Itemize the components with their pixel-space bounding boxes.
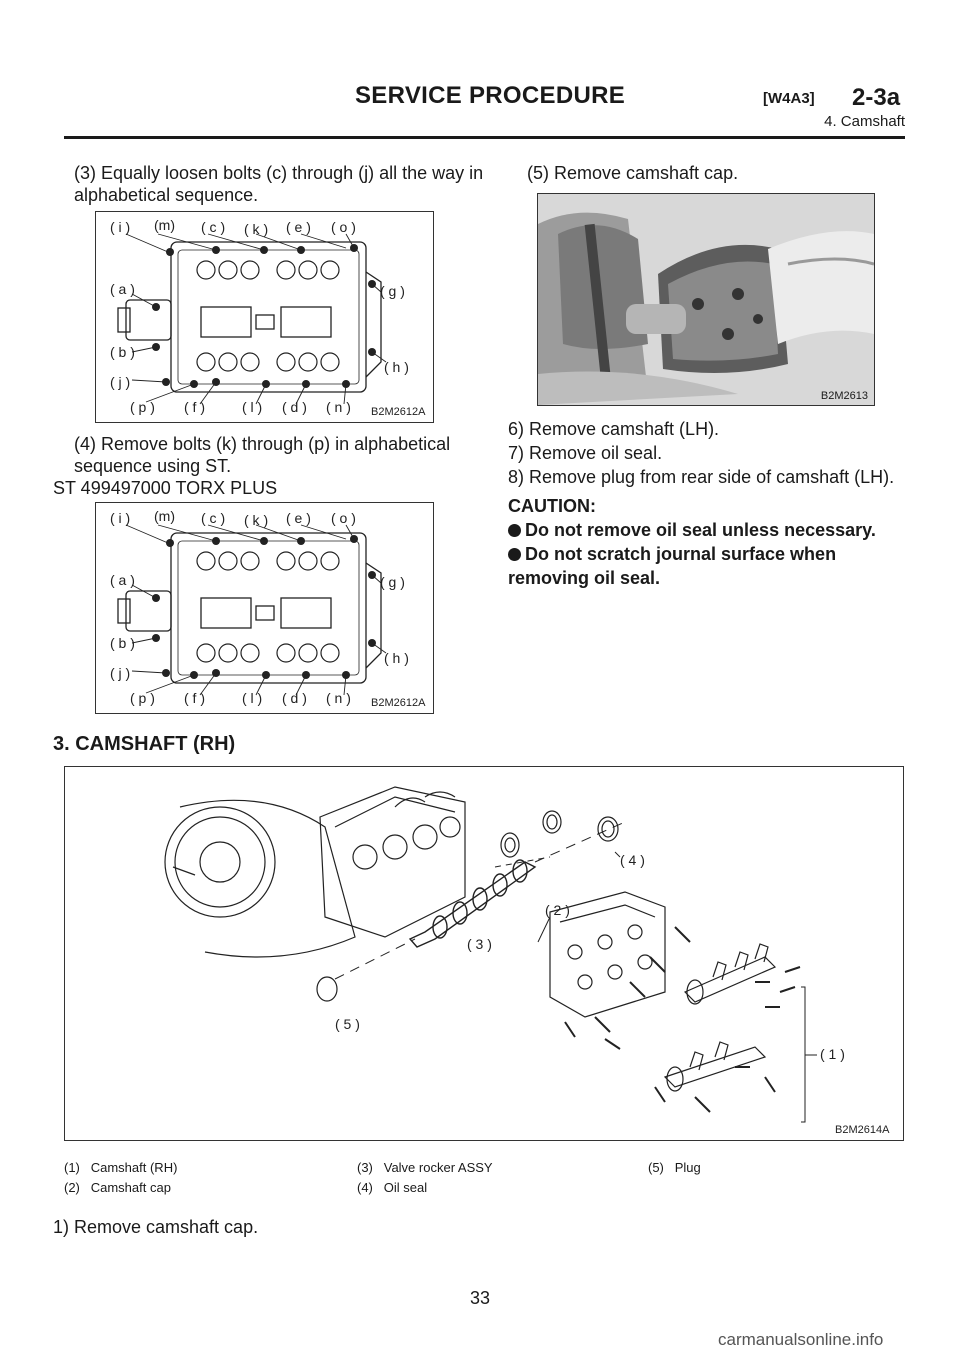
legend-item-5: (5) Plug bbox=[648, 1158, 701, 1178]
step-1-text: 1) Remove camshaft cap. bbox=[53, 1217, 259, 1237]
bolt-label-d: ( d ) bbox=[282, 690, 307, 706]
camshaft-rh-exploded-view: ( 1 ) ( 2 ) ( 3 ) ( 4 ) ( 5 ) B2M2614A bbox=[64, 766, 904, 1141]
legend-item-2: (2) Camshaft cap bbox=[64, 1178, 171, 1198]
figure-code: B2M2612A bbox=[371, 406, 426, 418]
bolt-label-f: ( f ) bbox=[184, 690, 205, 706]
legend-text: Valve rocker ASSY bbox=[383, 1160, 493, 1175]
step-7-text: 7) Remove oil seal. bbox=[508, 443, 663, 463]
camshaft-cap-photo-drawing bbox=[538, 194, 874, 405]
bolt-label-f: ( f ) bbox=[184, 399, 205, 415]
legend-num: (4) bbox=[357, 1180, 373, 1195]
legend-item-3: (3) Valve rocker ASSY bbox=[357, 1158, 493, 1178]
bolt-label-k: ( k ) bbox=[244, 221, 268, 237]
step-6-text: 6) Remove camshaft (LH). bbox=[508, 419, 720, 439]
bolt-label-l: ( l ) bbox=[242, 690, 262, 706]
bolt-label-j: ( j ) bbox=[110, 374, 130, 390]
caution-title: CAUTION: bbox=[508, 496, 596, 516]
bolt-label-o: ( o ) bbox=[331, 219, 356, 235]
bolt-sequence-figure-1: ( i ) (m) ( c ) ( k ) ( e ) ( o ) ( a ) … bbox=[95, 211, 434, 423]
figure-code: B2M2612A bbox=[371, 697, 426, 709]
section-code: [W4A3] bbox=[763, 90, 815, 107]
bullet-icon bbox=[508, 548, 521, 561]
bolt-label-m: (m) bbox=[154, 217, 175, 233]
special-tool-text: ST 499497000 TORX PLUS bbox=[53, 478, 278, 498]
callout-1: ( 1 ) bbox=[820, 1046, 845, 1062]
section-heading: 3. CAMSHAFT (RH) bbox=[53, 733, 236, 755]
bolt-label-b: ( b ) bbox=[110, 635, 135, 651]
watermark: carmanualsonline.info bbox=[718, 1330, 884, 1349]
legend-text: Oil seal bbox=[383, 1180, 428, 1195]
bolt-label-h: ( h ) bbox=[384, 650, 409, 666]
subsection-title: 4. Camshaft bbox=[824, 113, 905, 130]
caution-item-1: Do not remove oil seal unless necessary. bbox=[508, 518, 918, 542]
step-8-text: 8) Remove plug from rear side of camshaf… bbox=[508, 467, 895, 487]
bolt-label-i: ( i ) bbox=[110, 219, 130, 235]
legend-item-1: (1) Camshaft (RH) bbox=[64, 1158, 177, 1178]
legend-text: Plug bbox=[674, 1160, 701, 1175]
bolt-label-c: ( c ) bbox=[201, 219, 225, 235]
legend-num: (1) bbox=[64, 1160, 80, 1175]
bullet-icon bbox=[508, 524, 521, 537]
exploded-view-drawing: ( 1 ) ( 2 ) ( 3 ) ( 4 ) ( 5 ) B2M2614A bbox=[164, 786, 890, 1136]
bolt-label-e: ( e ) bbox=[286, 510, 311, 526]
bolt-label-a: ( a ) bbox=[110, 572, 135, 588]
bolt-label-n: ( n ) bbox=[326, 690, 351, 706]
section-number: 2-3a bbox=[852, 84, 901, 111]
bolt-label-d: ( d ) bbox=[282, 399, 307, 415]
figure-code: B2M2614A bbox=[835, 1124, 890, 1136]
figure-code: B2M2613 bbox=[820, 390, 868, 402]
bolt-label-o: ( o ) bbox=[331, 510, 356, 526]
bolt-label-c: ( c ) bbox=[201, 510, 225, 526]
bolt-label-p: ( p ) bbox=[130, 399, 155, 415]
bolt-label-j: ( j ) bbox=[110, 665, 130, 681]
bolt-label-h: ( h ) bbox=[384, 359, 409, 375]
caution-2-text: Do not scratch journal surface when remo… bbox=[508, 544, 837, 588]
callout-2: ( 2 ) bbox=[545, 902, 570, 918]
bolt-label-m: (m) bbox=[154, 508, 175, 524]
cylinder-head-drawing: ( i ) (m) ( c ) ( k ) ( e ) ( o ) ( a ) … bbox=[110, 508, 426, 709]
camshaft-cap-photo: B2M2613 bbox=[537, 193, 875, 406]
bolt-sequence-figure-2: ( i ) (m) ( c ) ( k ) ( e ) ( o ) ( a ) … bbox=[95, 502, 434, 714]
step-5-text: (5) Remove camshaft cap. bbox=[527, 163, 739, 183]
callout-5: ( 5 ) bbox=[335, 1016, 360, 1032]
section-title: SERVICE PROCEDURE bbox=[355, 82, 626, 109]
bolt-label-k: ( k ) bbox=[244, 512, 268, 528]
page-number: 33 bbox=[469, 1288, 491, 1308]
bolt-label-a: ( a ) bbox=[110, 281, 135, 297]
legend-text: Camshaft cap bbox=[90, 1180, 171, 1195]
legend-num: (2) bbox=[64, 1180, 80, 1195]
bolt-label-b: ( b ) bbox=[110, 344, 135, 360]
header-rule bbox=[64, 136, 905, 139]
step-4-text: (4) Remove bolts (k) through (p) in alph… bbox=[74, 434, 451, 476]
bolt-label-p: ( p ) bbox=[130, 690, 155, 706]
legend-text: Camshaft (RH) bbox=[90, 1160, 178, 1175]
bolt-label-n: ( n ) bbox=[326, 399, 351, 415]
legend-item-4: (4) Oil seal bbox=[357, 1178, 427, 1198]
callout-3: ( 3 ) bbox=[467, 936, 492, 952]
bolt-label-g: ( g ) bbox=[380, 574, 405, 590]
bolt-label-e: ( e ) bbox=[286, 219, 311, 235]
legend-num: (5) bbox=[648, 1160, 664, 1175]
bolt-label-i: ( i ) bbox=[110, 510, 130, 526]
callout-4: ( 4 ) bbox=[620, 852, 645, 868]
step-3-text: (3) Equally loosen bolts (c) through (j)… bbox=[74, 163, 484, 205]
caution-1-text: Do not remove oil seal unless necessary. bbox=[525, 520, 876, 540]
caution-item-2: Do not scratch journal surface when remo… bbox=[508, 542, 908, 590]
legend-num: (3) bbox=[357, 1160, 373, 1175]
bolt-label-l: ( l ) bbox=[242, 399, 262, 415]
cylinder-head-drawing: ( i ) (m) ( c ) ( k ) ( e ) ( o ) ( a ) … bbox=[110, 217, 426, 418]
bolt-label-g: ( g ) bbox=[380, 283, 405, 299]
